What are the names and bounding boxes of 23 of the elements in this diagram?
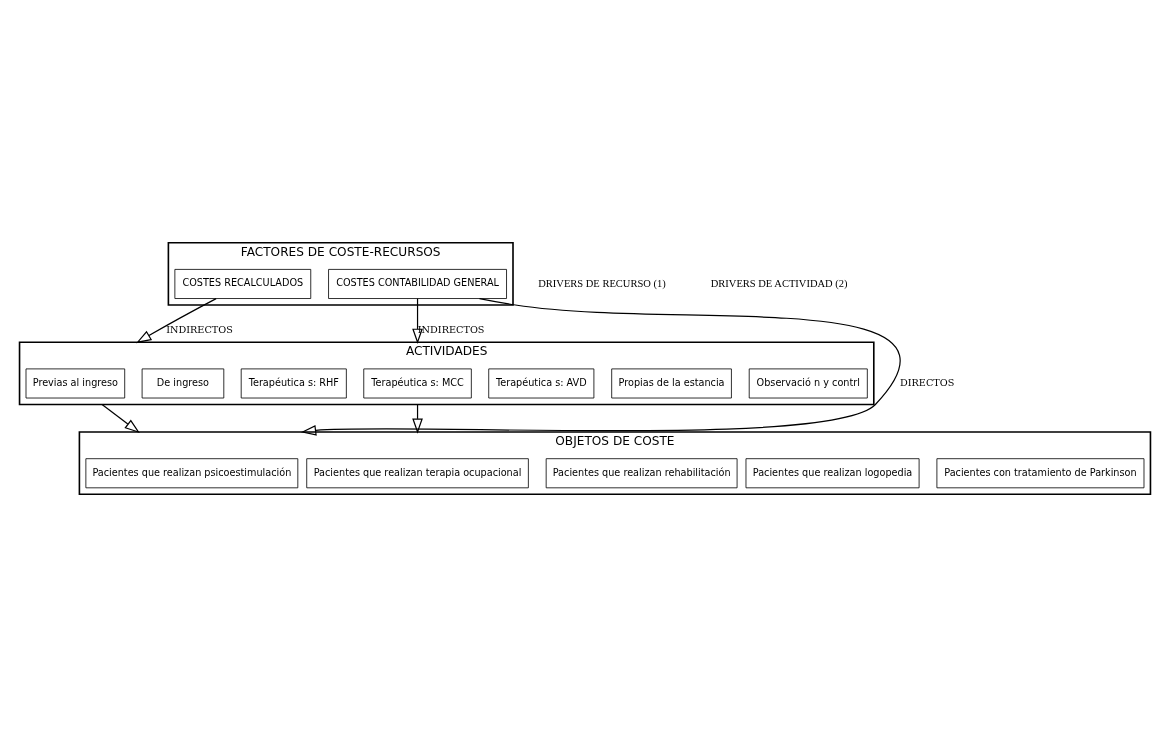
edge-label: DIRECTOS (899, 376, 955, 388)
node-box: Pacientes que realizan rehabilitación (545, 457, 738, 488)
node-box: Propias de la estancia (611, 368, 732, 398)
node-box: Previas al ingreso (25, 368, 126, 398)
node-box: Terapéutica s: RHF (240, 368, 347, 398)
arrow (136, 297, 217, 343)
arrow (300, 297, 901, 436)
node-box: Pacientes que realizan terapia ocupacional (306, 457, 529, 488)
label: DRIVERS DE RECURSO (1) (538, 277, 666, 289)
node-box: Pacientes que realizan psicoestimulación (85, 457, 299, 488)
edge-label: INDIRECTOS (166, 323, 233, 335)
node-box: COSTES RECALCULADOS (174, 268, 312, 299)
node-box: Terapéutica s: AVD (488, 368, 595, 398)
arrow (412, 297, 423, 344)
node-box: Pacientes que realizan logopedia (745, 457, 920, 488)
edge-label: INDIRECTOS (417, 323, 485, 335)
node-box: Pacientes con tratamiento de Parkinson (936, 457, 1145, 488)
node-box: Observació n y contrl (748, 368, 868, 398)
node-box: De ingreso (141, 368, 225, 398)
arrow (101, 403, 140, 433)
node-box: COSTES CONTABILIDAD GENERAL (328, 268, 507, 299)
node-box: Terapéutica s: MCC (363, 368, 472, 398)
label: DRIVERS DE ACTIVIDAD (2) (710, 277, 848, 289)
